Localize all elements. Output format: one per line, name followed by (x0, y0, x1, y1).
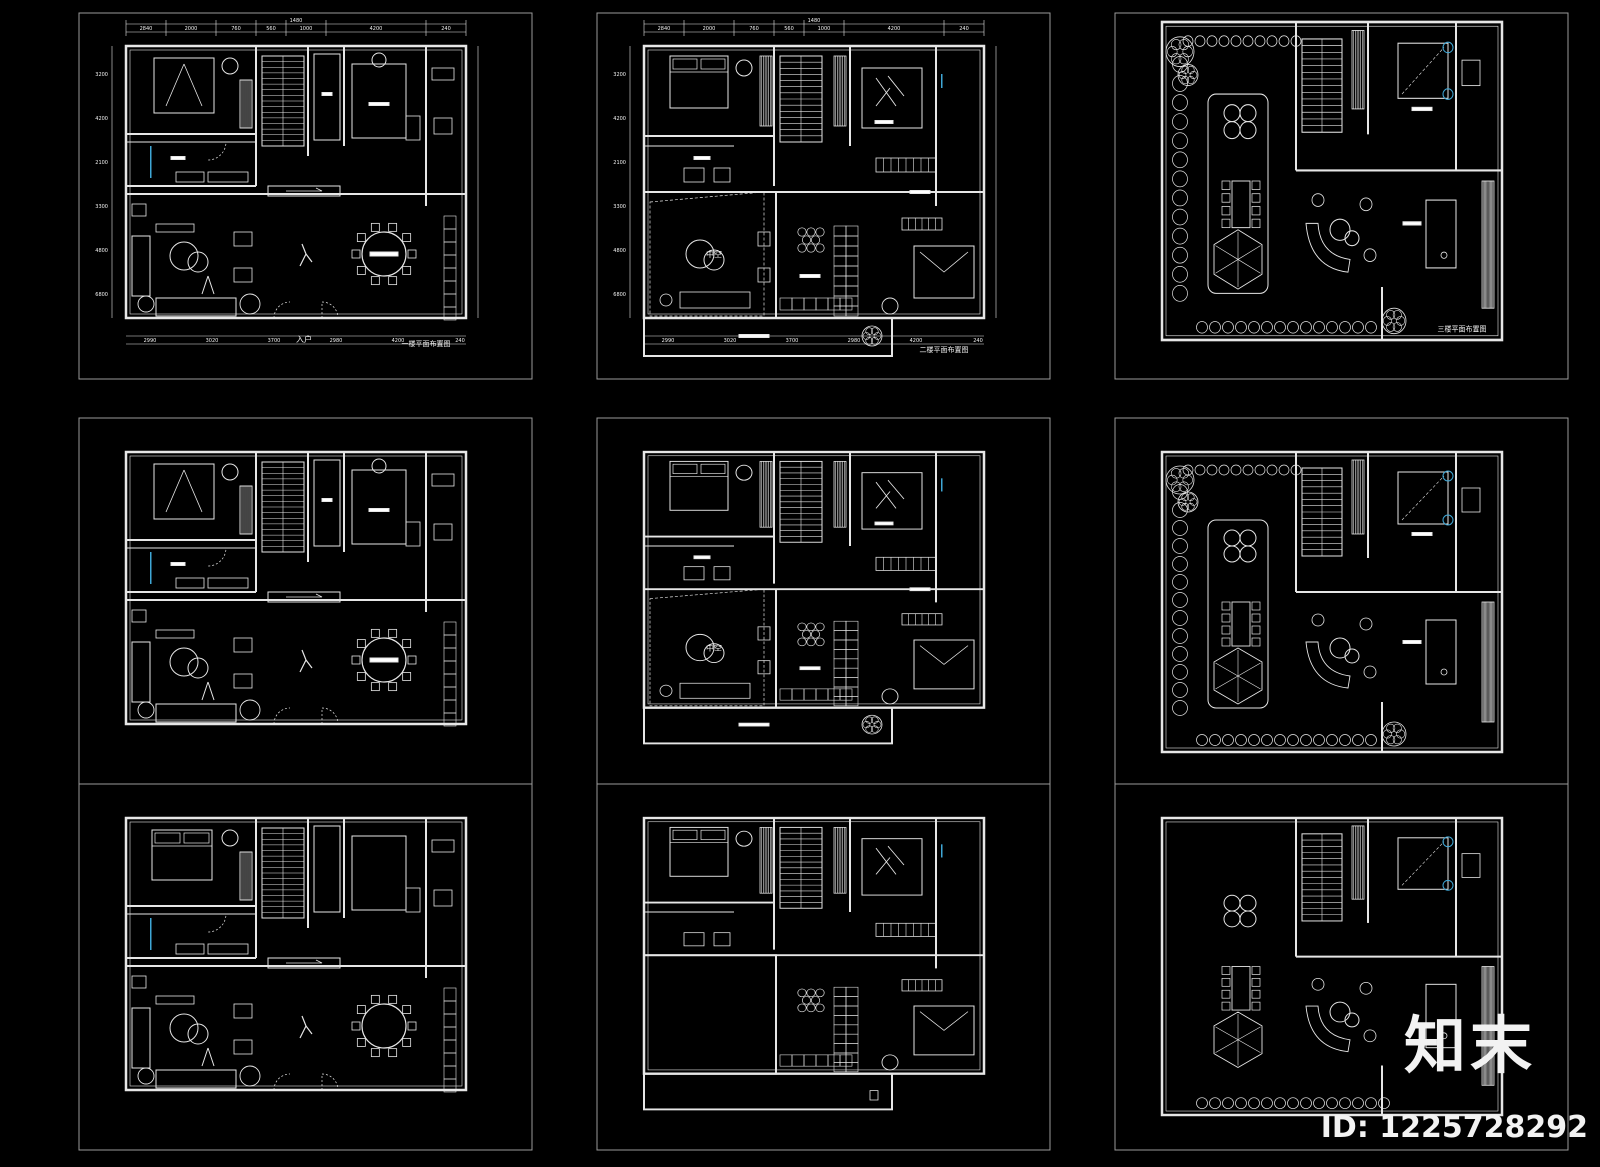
entrance-label: 入户 (296, 334, 312, 344)
dim-bottom-label: 3700 (268, 338, 281, 344)
dim-bottom-label: 2990 (144, 338, 157, 344)
dim-top-label: 1000 (300, 26, 313, 32)
plan-floor3-full: 三楼平面布置图 (1160, 20, 1504, 342)
plan-floor2-full: 中空 2840 2000 760 560 1000 4200 240 1480 2990 3020 3… (613, 18, 997, 357)
dim-top-label: 2000 (185, 26, 198, 32)
plan-floor3-plain (1160, 816, 1504, 1117)
plan-floor2-furnished: 中空 (642, 450, 986, 745)
floor1-caption: 一楼平面布置图 (402, 339, 451, 348)
dim-top-label: 240 (441, 26, 451, 32)
dim-side-label: 3200 (613, 72, 626, 78)
dim-bottom-label: 4200 (392, 338, 405, 344)
brand-logo-text: 知末 (1403, 1009, 1536, 1082)
dim-bottom-label: 2980 (848, 338, 861, 344)
dim-side-label: 4800 (613, 248, 626, 254)
frame-r1-c1 (78, 12, 533, 380)
floor-plans: 2840 2000 760 560 1000 4200 240 1480 2990 3020 370… (95, 18, 1504, 1117)
dim-top-label: 4200 (888, 26, 901, 32)
dim-top-label: 760 (231, 26, 241, 32)
dim-side-label: 2100 (613, 160, 626, 166)
void-label: 中空 (706, 643, 722, 653)
dim-top-label: 2000 (703, 26, 716, 32)
dim-bottom-label: 3020 (206, 338, 219, 344)
dim-side-label: 2100 (95, 160, 108, 166)
asset-id: ID: 1225728292 (1320, 1110, 1588, 1145)
frame-r3-c3 (1114, 783, 1569, 1151)
void-label: 中空 (706, 249, 722, 259)
dim-side-label: 4200 (95, 116, 108, 122)
dim-top-label: 2840 (140, 26, 153, 32)
dim-overall-label: 1480 (808, 18, 821, 24)
dim-bottom-label: 4200 (910, 338, 923, 344)
dim-top-label: 4200 (370, 26, 383, 32)
dim-side-label: 4200 (613, 116, 626, 122)
dim-side-label: 4800 (95, 248, 108, 254)
dim-top-label: 560 (266, 26, 276, 32)
floor2-caption: 二楼平面布置图 (920, 345, 969, 354)
plan-floor1-plain (124, 816, 468, 1093)
frame-r3-c1 (78, 783, 533, 1151)
dim-top-label: 1000 (818, 26, 831, 32)
dim-top-label: 240 (959, 26, 969, 32)
drawing-frames (78, 12, 1569, 1151)
dim-overall-label: 1480 (290, 18, 303, 24)
dim-bottom-label: 3020 (724, 338, 737, 344)
dim-bottom-label: 240 (973, 338, 983, 344)
dim-side-label: 3300 (95, 204, 108, 210)
dim-side-label: 3200 (95, 72, 108, 78)
dim-side-label: 3300 (613, 204, 626, 210)
frame-r1-c2 (596, 12, 1051, 380)
dim-top-label: 2840 (658, 26, 671, 32)
dim-top-label: 760 (749, 26, 759, 32)
dim-bottom-label: 2980 (330, 338, 343, 344)
dim-bottom-label: 2990 (662, 338, 675, 344)
dim-bottom-label: 3700 (786, 338, 799, 344)
plan-floor2-plain (642, 816, 986, 1111)
frame-r1-c3 (1114, 12, 1569, 380)
dim-side-label: 6800 (95, 292, 108, 298)
dim-side-label: 6800 (613, 292, 626, 298)
dim-top-label: 560 (784, 26, 794, 32)
floor3-caption: 三楼平面布置图 (1438, 324, 1487, 333)
plan-floor1-full: 2840 2000 760 560 1000 4200 240 1480 2990 3020 370… (95, 18, 479, 348)
plan-floor1-furnished (124, 450, 468, 727)
plan-floor3-furnished (1160, 450, 1504, 754)
dim-bottom-label: 240 (455, 338, 465, 344)
frame-r3-c2 (596, 783, 1051, 1151)
